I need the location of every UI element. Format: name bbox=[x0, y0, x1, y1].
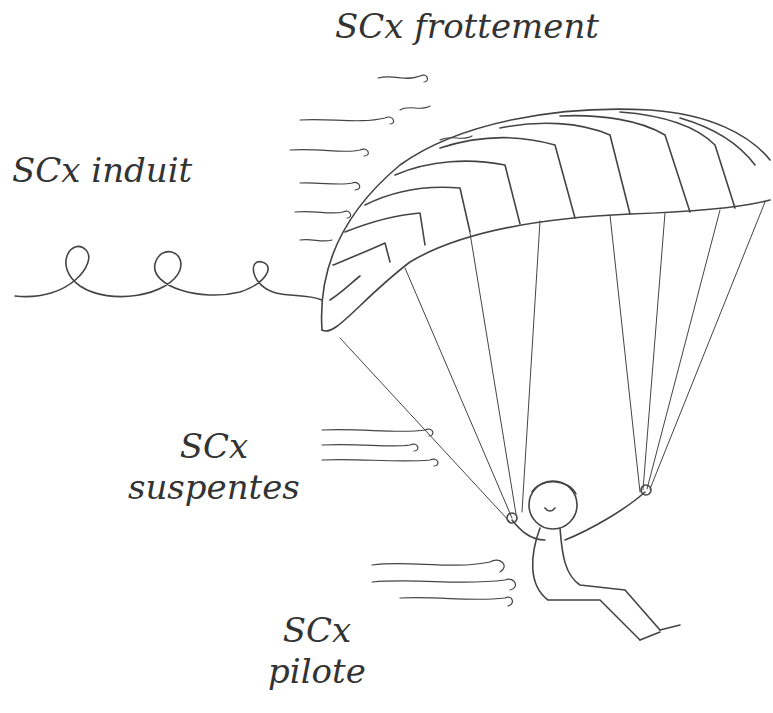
wing-outline bbox=[322, 109, 770, 330]
drag-label: SCx frottement bbox=[335, 6, 599, 47]
suspension-lines bbox=[340, 202, 765, 522]
pilot-flow bbox=[372, 560, 515, 606]
lines-flow bbox=[322, 429, 438, 466]
drag-label: SCx induit bbox=[12, 150, 192, 191]
wing-ribs bbox=[330, 112, 755, 300]
drag-label: SCx pilote bbox=[268, 610, 366, 692]
wing-lower-edge bbox=[322, 200, 770, 331]
drag-label: SCx suspentes bbox=[128, 426, 300, 508]
friction-flow bbox=[290, 75, 472, 241]
wingtip-vortex bbox=[15, 246, 322, 300]
pilot-figure bbox=[507, 481, 680, 640]
